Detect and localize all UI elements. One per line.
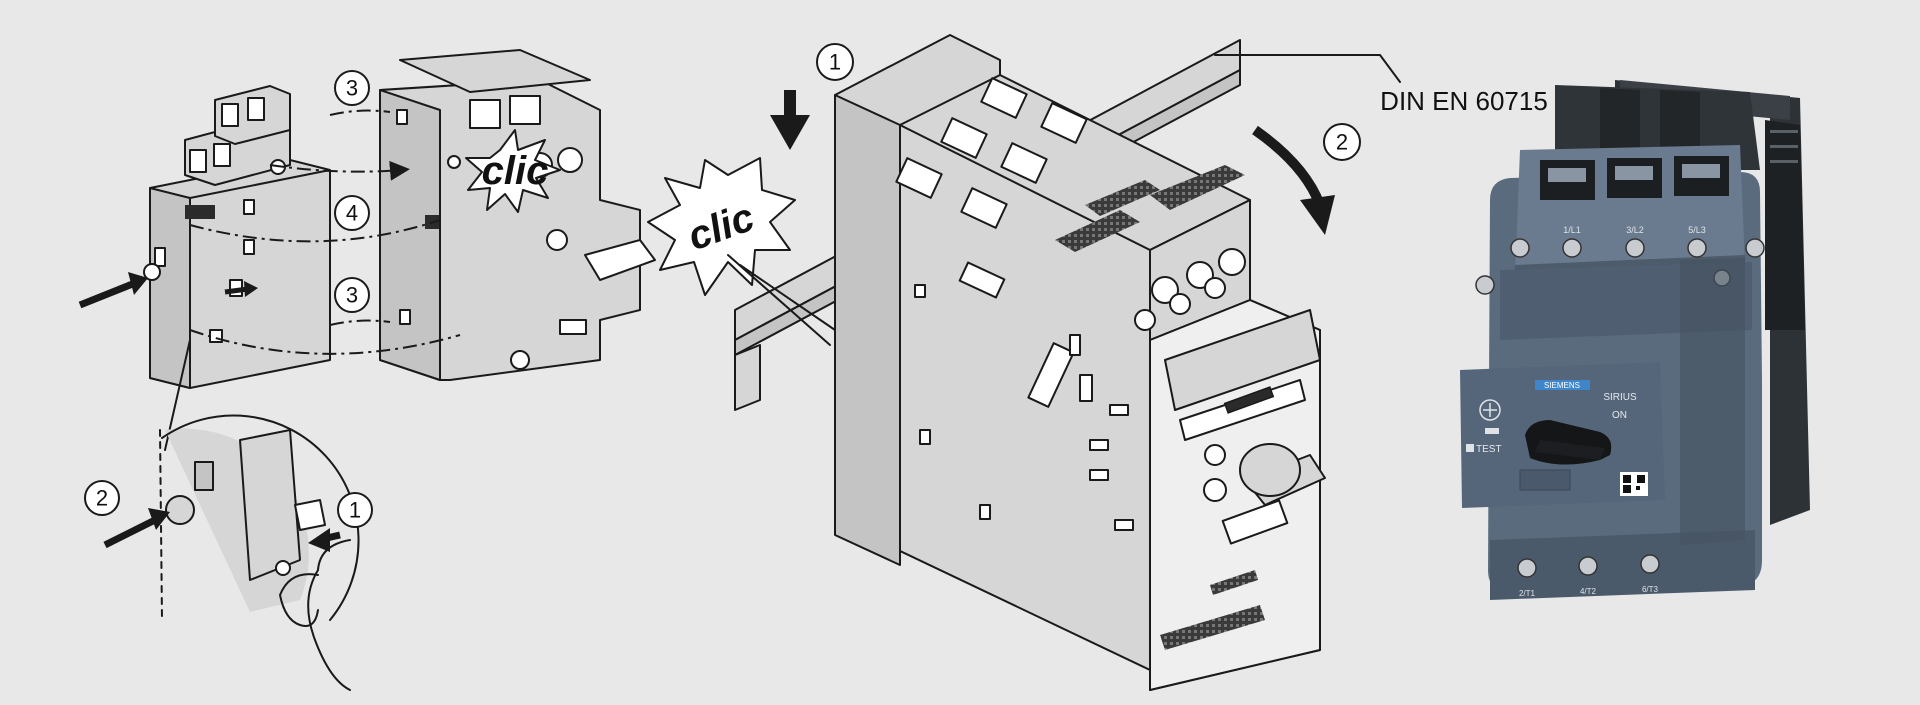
terminal-label-2T1: 2/T1 [1519, 589, 1536, 598]
svg-text:2: 2 [1336, 130, 1348, 155]
siemens-circuit-breaker-photo: 1/L1 3/L2 5/L3 SIEMENS SIRIUS ON TEST 2/… [1460, 80, 1810, 600]
step-marker-2-din: 2 [1323, 123, 1361, 161]
svg-text:1: 1 [829, 50, 841, 75]
motor-starter-body [834, 34, 1326, 691]
brand-label: SIEMENS [1544, 381, 1580, 390]
clic-label-small: clic [482, 149, 549, 193]
svg-text:1: 1 [349, 498, 361, 523]
on-label: ON [1612, 410, 1627, 421]
push-arrow-left [78, 263, 258, 309]
clic-burst-small: clic [465, 129, 561, 213]
terminal-label-6T3: 6/T3 [1642, 585, 1659, 594]
step-marker-1-detail: 1 [337, 492, 373, 528]
auxiliary-module [149, 85, 331, 389]
step-marker-3-top: 3 [334, 70, 370, 106]
left-assembly-illustration: clic 3 4 3 [78, 49, 656, 389]
magnified-detail-view: 2 1 [84, 339, 373, 691]
product-line-label: SIRIUS [1603, 392, 1637, 403]
alignment-guides [189, 109, 461, 355]
step-marker-3-bottom: 3 [334, 277, 370, 313]
terminal-label-5L3: 5/L3 [1688, 225, 1706, 235]
svg-text:3: 3 [346, 76, 358, 101]
test-label: TEST [1476, 444, 1502, 455]
step-marker-2-detail: 2 [84, 480, 120, 516]
rotate-arrow: 2 [1252, 123, 1361, 235]
din-leader-line [1214, 54, 1401, 83]
din-standard-label: DIN EN 60715 [1380, 86, 1548, 116]
svg-text:2: 2 [96, 486, 108, 511]
svg-text:3: 3 [346, 283, 358, 308]
terminal-label-3L2: 3/L2 [1626, 225, 1644, 235]
motor-starter-module-small [379, 49, 656, 381]
clic-burst-large: clic [647, 157, 836, 346]
terminal-label-4T2: 4/T2 [1580, 587, 1597, 596]
step-marker-4: 4 [334, 195, 370, 231]
press-down-arrow: 1 [770, 43, 854, 150]
svg-text:4: 4 [346, 201, 358, 226]
din-rail-mounting-illustration: 1 2 clic DIN EN 60715 [647, 34, 1548, 691]
step-marker-1-din: 1 [816, 43, 854, 81]
terminal-label-1L1: 1/L1 [1563, 225, 1581, 235]
